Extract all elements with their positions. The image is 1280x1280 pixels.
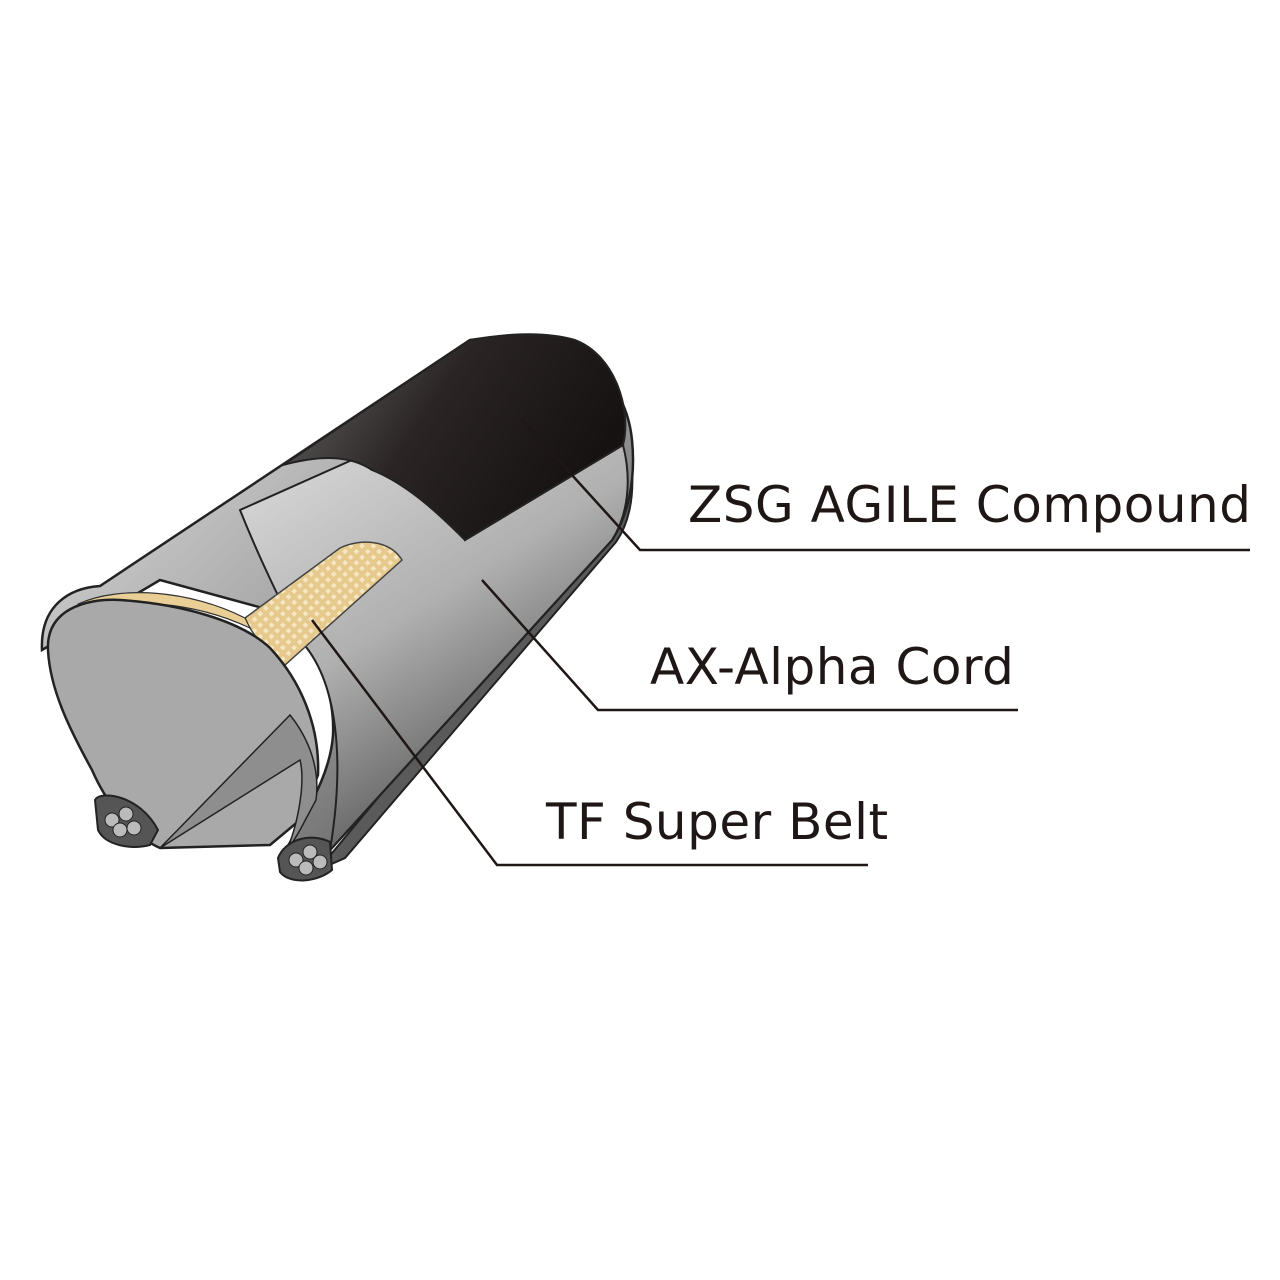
leader-line-tread [521, 419, 1250, 552]
label-belt: TF Super Belt [546, 793, 889, 851]
bead-left [93, 794, 160, 848]
label-casing: AX-Alpha Cord [650, 638, 1015, 696]
bead-right [276, 836, 334, 882]
leader-line-belt [311, 619, 868, 867]
label-tread: ZSG AGILE Compound [688, 476, 1252, 534]
leader-line-casing [481, 579, 1018, 712]
inner-opening [159, 713, 318, 856]
tread-layer [282, 333, 627, 542]
